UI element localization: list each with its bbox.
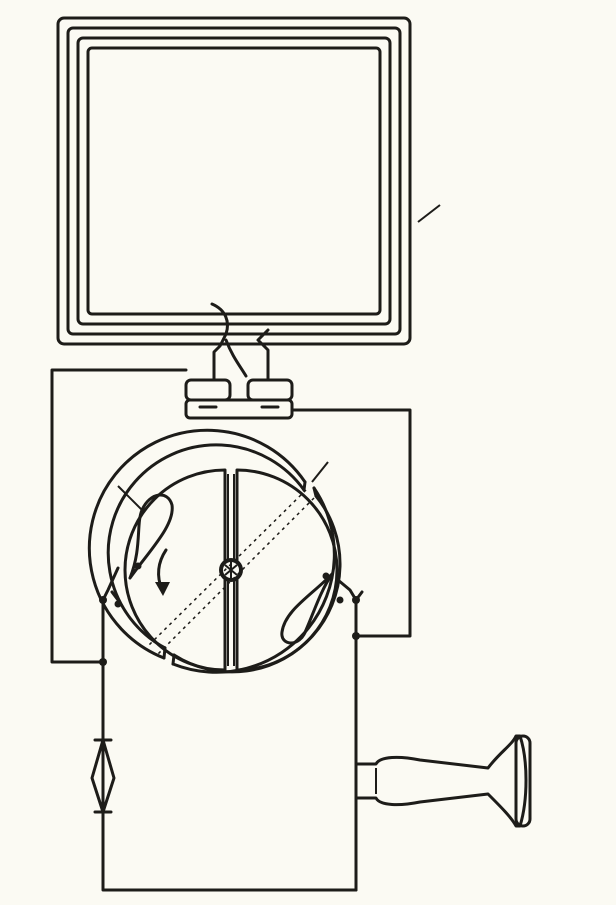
coil-c1-loop [128,493,174,580]
telephone-receiver [354,734,532,828]
ring-leads [99,562,364,666]
label-b1 [311,461,329,483]
rotation-arrow [155,548,170,596]
label-c1 [117,485,143,511]
loop-antenna [56,16,412,346]
coil-c2-loop [280,572,334,645]
crystal-detector [90,738,116,814]
loop-leads [210,302,270,382]
circuit-wires [50,368,412,892]
label-a [417,204,441,223]
coil-axes [147,489,315,655]
terminal-block [184,378,294,420]
goniometer [87,428,342,674]
